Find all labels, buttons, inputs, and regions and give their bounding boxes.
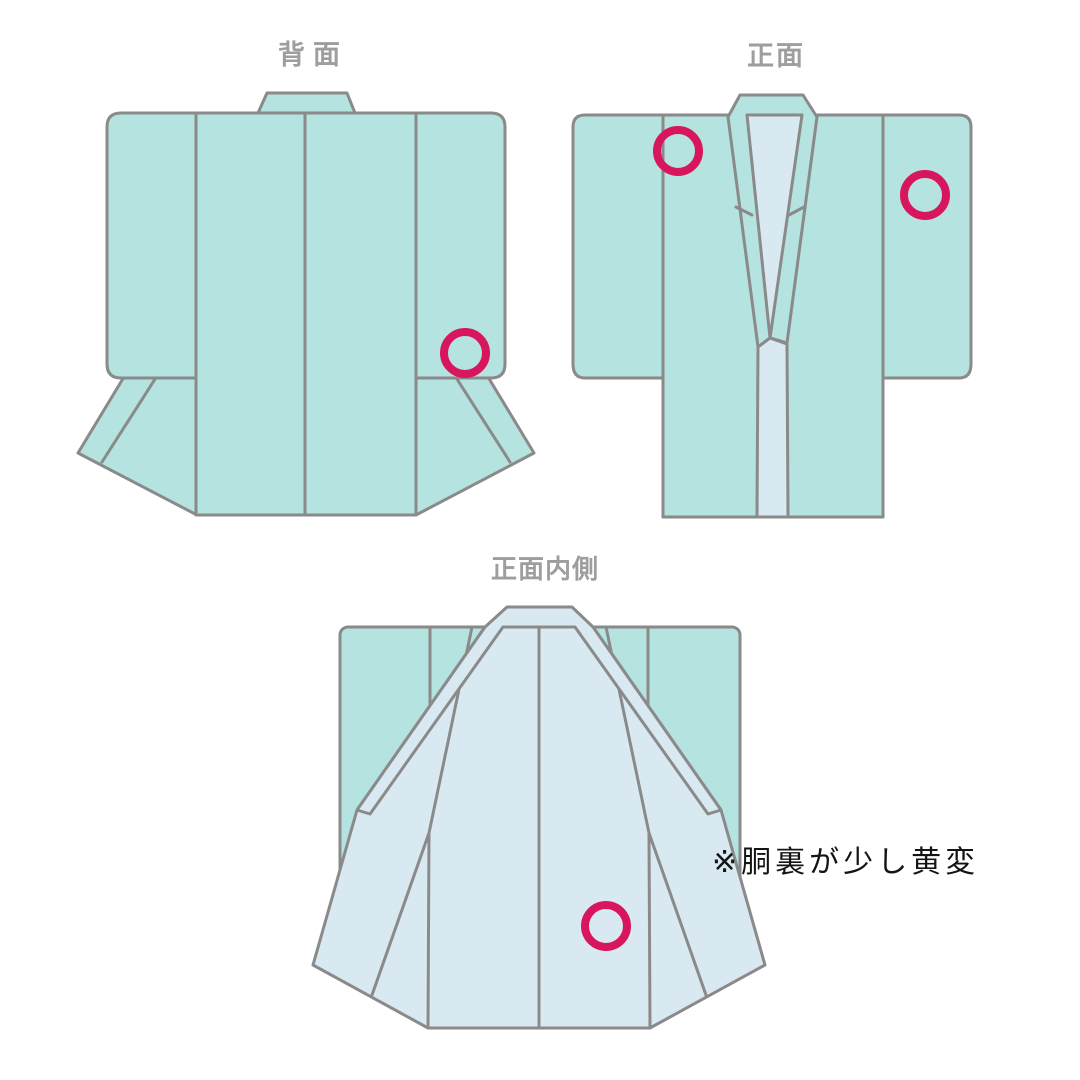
stain-marker-front-right-sleeve [900,170,950,220]
front-neck-lining [745,113,804,340]
inside-right-okumi-seam [647,831,652,1030]
inside-collar-strip [355,605,723,816]
front-kakeeri-seam-right [787,205,806,217]
front-left-sleeve [571,113,665,380]
stain-marker-front-left-shoulder [653,126,703,176]
back-view-diagram [76,91,536,517]
inside-left-okumi-seam [426,831,431,1030]
stain-marker-back [440,328,490,378]
front-view-diagram [571,93,973,519]
back-collar [256,91,357,115]
front-right-sleeve [881,113,973,380]
front-inside-view-diagram [311,605,767,1030]
front-inside-view-label: 正面内側 [491,555,600,585]
back-skirt-seam-left [100,374,159,464]
front-kakeeri-seam-left [734,205,754,217]
front-view-label: 正面 [747,41,805,72]
back-skirt-seam-right [453,374,512,464]
back-view-label: 背面 [278,40,348,71]
back-right-sleeve [414,111,507,380]
stain-marker-inside [581,901,631,951]
back-left-sleeve [105,111,198,380]
front-okumi-strip [755,336,790,519]
lining-yellowing-note: ※胴裏が少し黄変 [712,845,980,880]
